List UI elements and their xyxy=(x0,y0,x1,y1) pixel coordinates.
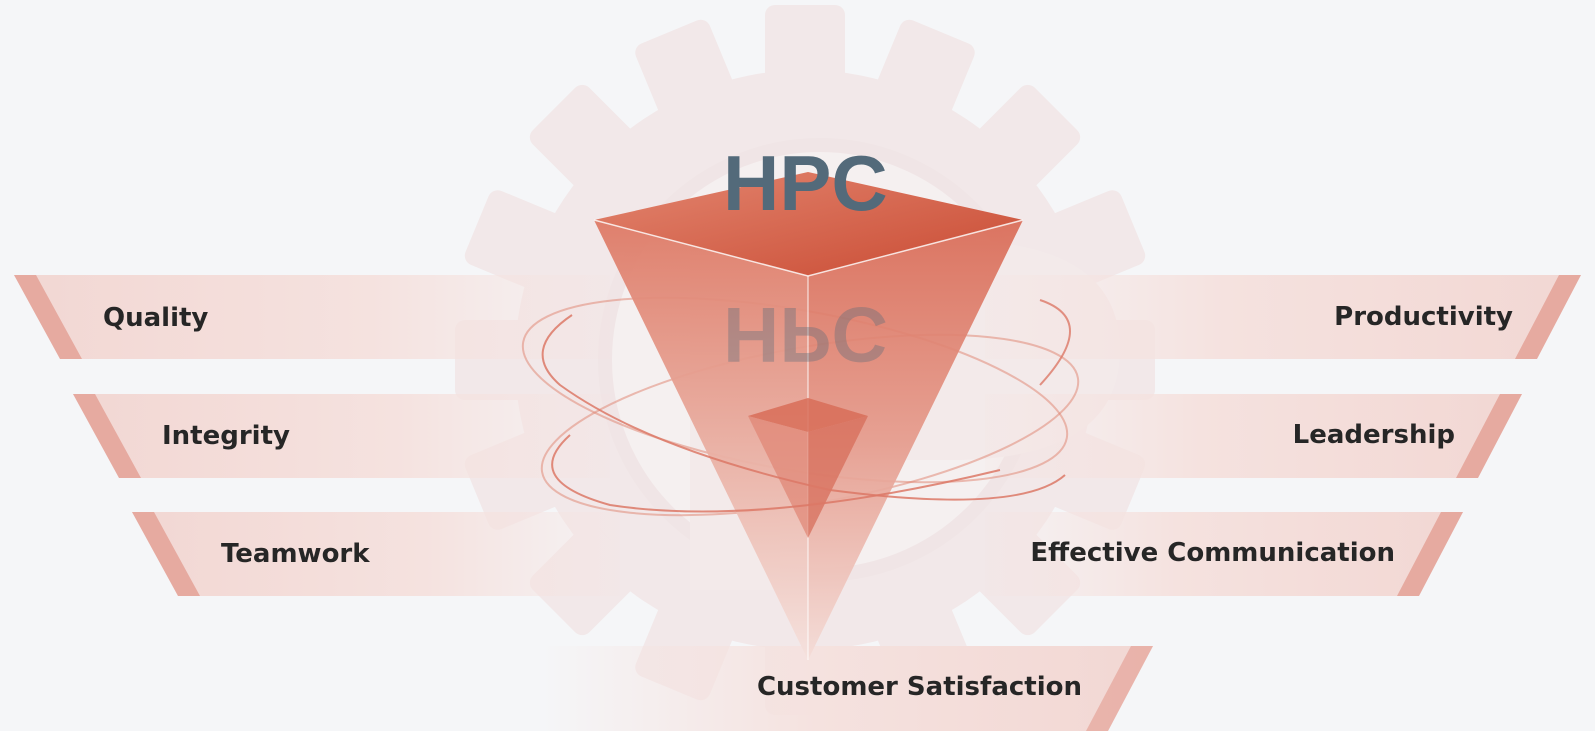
band-leadership xyxy=(985,394,1522,478)
band-integrity xyxy=(73,394,610,478)
diagram-title: HPC xyxy=(723,139,888,227)
value-label-quality: Quality xyxy=(103,303,208,333)
band-teamwork xyxy=(132,512,620,596)
band-effective-communication xyxy=(985,512,1463,596)
inverted-pyramid xyxy=(593,172,1024,660)
value-label-customer-satisfaction: Customer Satisfaction xyxy=(757,672,1082,702)
value-label-productivity: Productivity xyxy=(1334,302,1513,332)
band-quality xyxy=(14,275,610,359)
diagram-title-reflection: HPC xyxy=(723,291,888,379)
band-productivity xyxy=(985,275,1581,359)
value-label-integrity: Integrity xyxy=(162,421,290,451)
svg-text:HPC: HPC xyxy=(723,291,888,379)
value-label-leadership: Leadership xyxy=(1293,420,1455,450)
value-label-effective-communication: Effective Communication xyxy=(1030,538,1395,568)
band-customer-satisfaction xyxy=(540,646,1153,731)
value-label-teamwork: Teamwork xyxy=(221,539,370,569)
orbit-rings-front xyxy=(541,299,1071,513)
